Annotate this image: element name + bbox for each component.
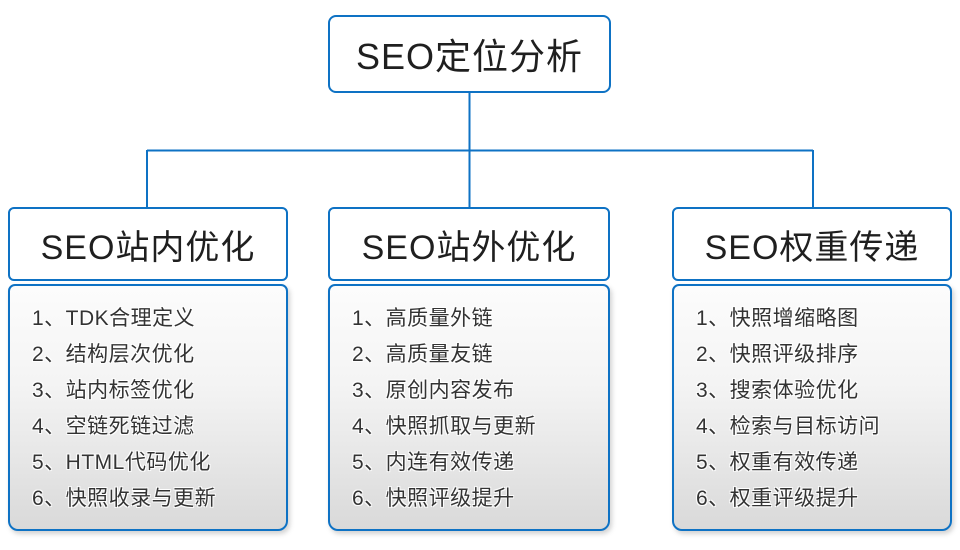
node-seo-offsite-label: SEO站外优化	[361, 228, 577, 267]
panel-seo-offsite: 1、高质量外链 2、高质量友链 3、原创内容发布 4、快照抓取与更新 5、内连有…	[328, 284, 610, 531]
node-seo-offsite: SEO站外优化	[328, 207, 610, 281]
panel-seo-weight: 1、快照增缩略图 2、快照评级排序 3、搜索体验优化 4、检索与目标访问 5、权…	[672, 284, 952, 531]
list-item: 5、HTML代码优化	[32, 451, 211, 474]
node-seo-onsite-label: SEO站内优化	[40, 228, 256, 267]
root-node-label: SEO定位分析	[355, 36, 584, 77]
list-item: 5、内连有效传递	[352, 451, 515, 474]
list-item: 3、站内标签优化	[32, 379, 195, 402]
list-item: 1、TDK合理定义	[32, 307, 196, 330]
node-seo-onsite: SEO站内优化	[8, 207, 288, 281]
list-item: 2、高质量友链	[352, 343, 494, 366]
node-seo-weight: SEO权重传递	[672, 207, 952, 281]
list-item: 3、搜索体验优化	[696, 379, 859, 402]
node-seo-weight-label: SEO权重传递	[704, 228, 920, 267]
panel-seo-onsite: 1、TDK合理定义 2、结构层次优化 3、站内标签优化 4、空链死链过滤 5、H…	[8, 284, 288, 531]
list-item: 6、快照评级提升	[352, 487, 515, 510]
list-item: 5、权重有效传递	[696, 451, 859, 474]
list-item: 6、快照收录与更新	[32, 487, 217, 510]
root-node: SEO定位分析	[328, 15, 611, 93]
list-item: 1、快照增缩略图	[696, 307, 859, 330]
list-item: 4、快照抓取与更新	[352, 415, 537, 438]
list-item: 6、权重评级提升	[696, 487, 859, 510]
list-item: 4、空链死链过滤	[32, 415, 195, 438]
list-item: 4、检索与目标访问	[696, 415, 881, 438]
list-item: 2、快照评级排序	[696, 343, 859, 366]
list-item: 3、原创内容发布	[352, 379, 515, 402]
list-item: 1、高质量外链	[352, 307, 494, 330]
list-item: 2、结构层次优化	[32, 343, 195, 366]
